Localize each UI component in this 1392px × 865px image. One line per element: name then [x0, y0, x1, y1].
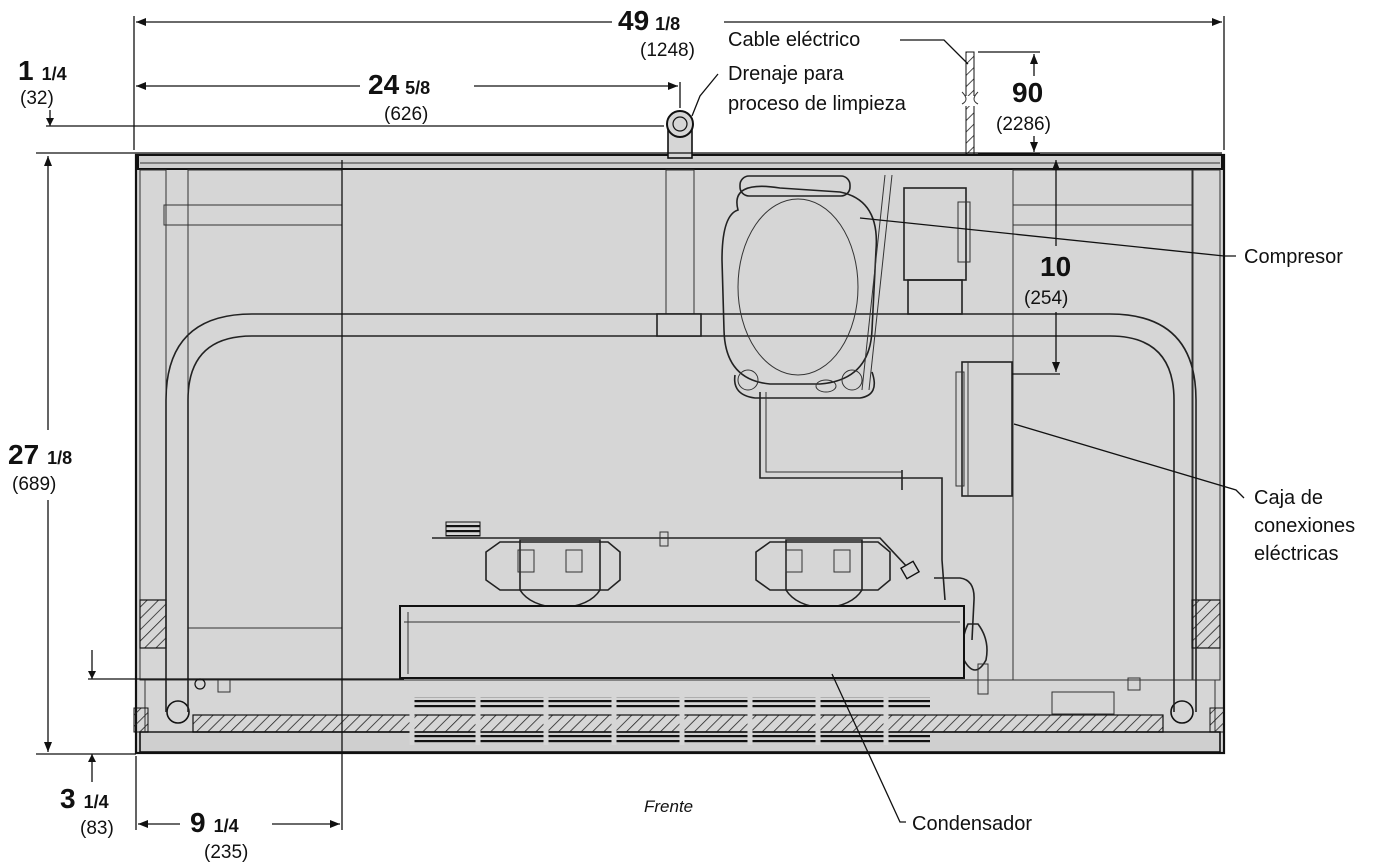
- cleaning-drain: [666, 110, 694, 159]
- svg-text:91/4: 91/4: [190, 807, 239, 838]
- callout-compressor: Compresor: [1244, 246, 1343, 268]
- callout-condenser: Condensador: [912, 813, 1032, 835]
- callout-drain-line2: proceso de limpieza: [728, 93, 907, 115]
- condenser: [399, 605, 965, 679]
- callout-junction-line3: eléctricas: [1254, 543, 1338, 565]
- dim-box-depth: 10 (254): [1024, 251, 1071, 309]
- svg-text:491/8: 491/8: [618, 5, 680, 36]
- front-label: Frente: [644, 797, 693, 816]
- svg-text:(254): (254): [1024, 288, 1068, 309]
- svg-text:10: 10: [1040, 251, 1071, 282]
- dimension-lines: [36, 16, 1225, 830]
- svg-text:(235): (235): [204, 842, 248, 863]
- svg-text:(32): (32): [20, 88, 54, 109]
- power-cord: [960, 51, 980, 156]
- svg-text:31/4: 31/4: [60, 783, 109, 814]
- svg-text:(689): (689): [12, 474, 56, 495]
- leader-lines: [691, 39, 1245, 823]
- svg-text:(1248): (1248): [640, 40, 695, 61]
- callout-drain-line1: Drenaje para: [728, 63, 845, 85]
- callout-junction-line2: conexiones: [1254, 515, 1355, 537]
- callout-power-cord: Cable eléctrico: [728, 29, 860, 51]
- svg-text:(2286): (2286): [996, 114, 1051, 135]
- svg-text:(626): (626): [384, 104, 428, 125]
- callout-junction-line1: Caja de: [1254, 487, 1323, 509]
- junction-box: [955, 361, 1013, 497]
- svg-text:90: 90: [1012, 77, 1043, 108]
- dim-cord-length: 90 (2286): [996, 77, 1051, 135]
- refrigerant-tubing: [432, 392, 989, 695]
- svg-text:11/4: 11/4: [18, 55, 67, 86]
- svg-text:271/8: 271/8: [8, 439, 72, 470]
- tube-frame: [165, 313, 1197, 712]
- compressor: [721, 174, 971, 399]
- svg-text:245/8: 245/8: [368, 69, 430, 100]
- svg-text:(83): (83): [80, 818, 114, 839]
